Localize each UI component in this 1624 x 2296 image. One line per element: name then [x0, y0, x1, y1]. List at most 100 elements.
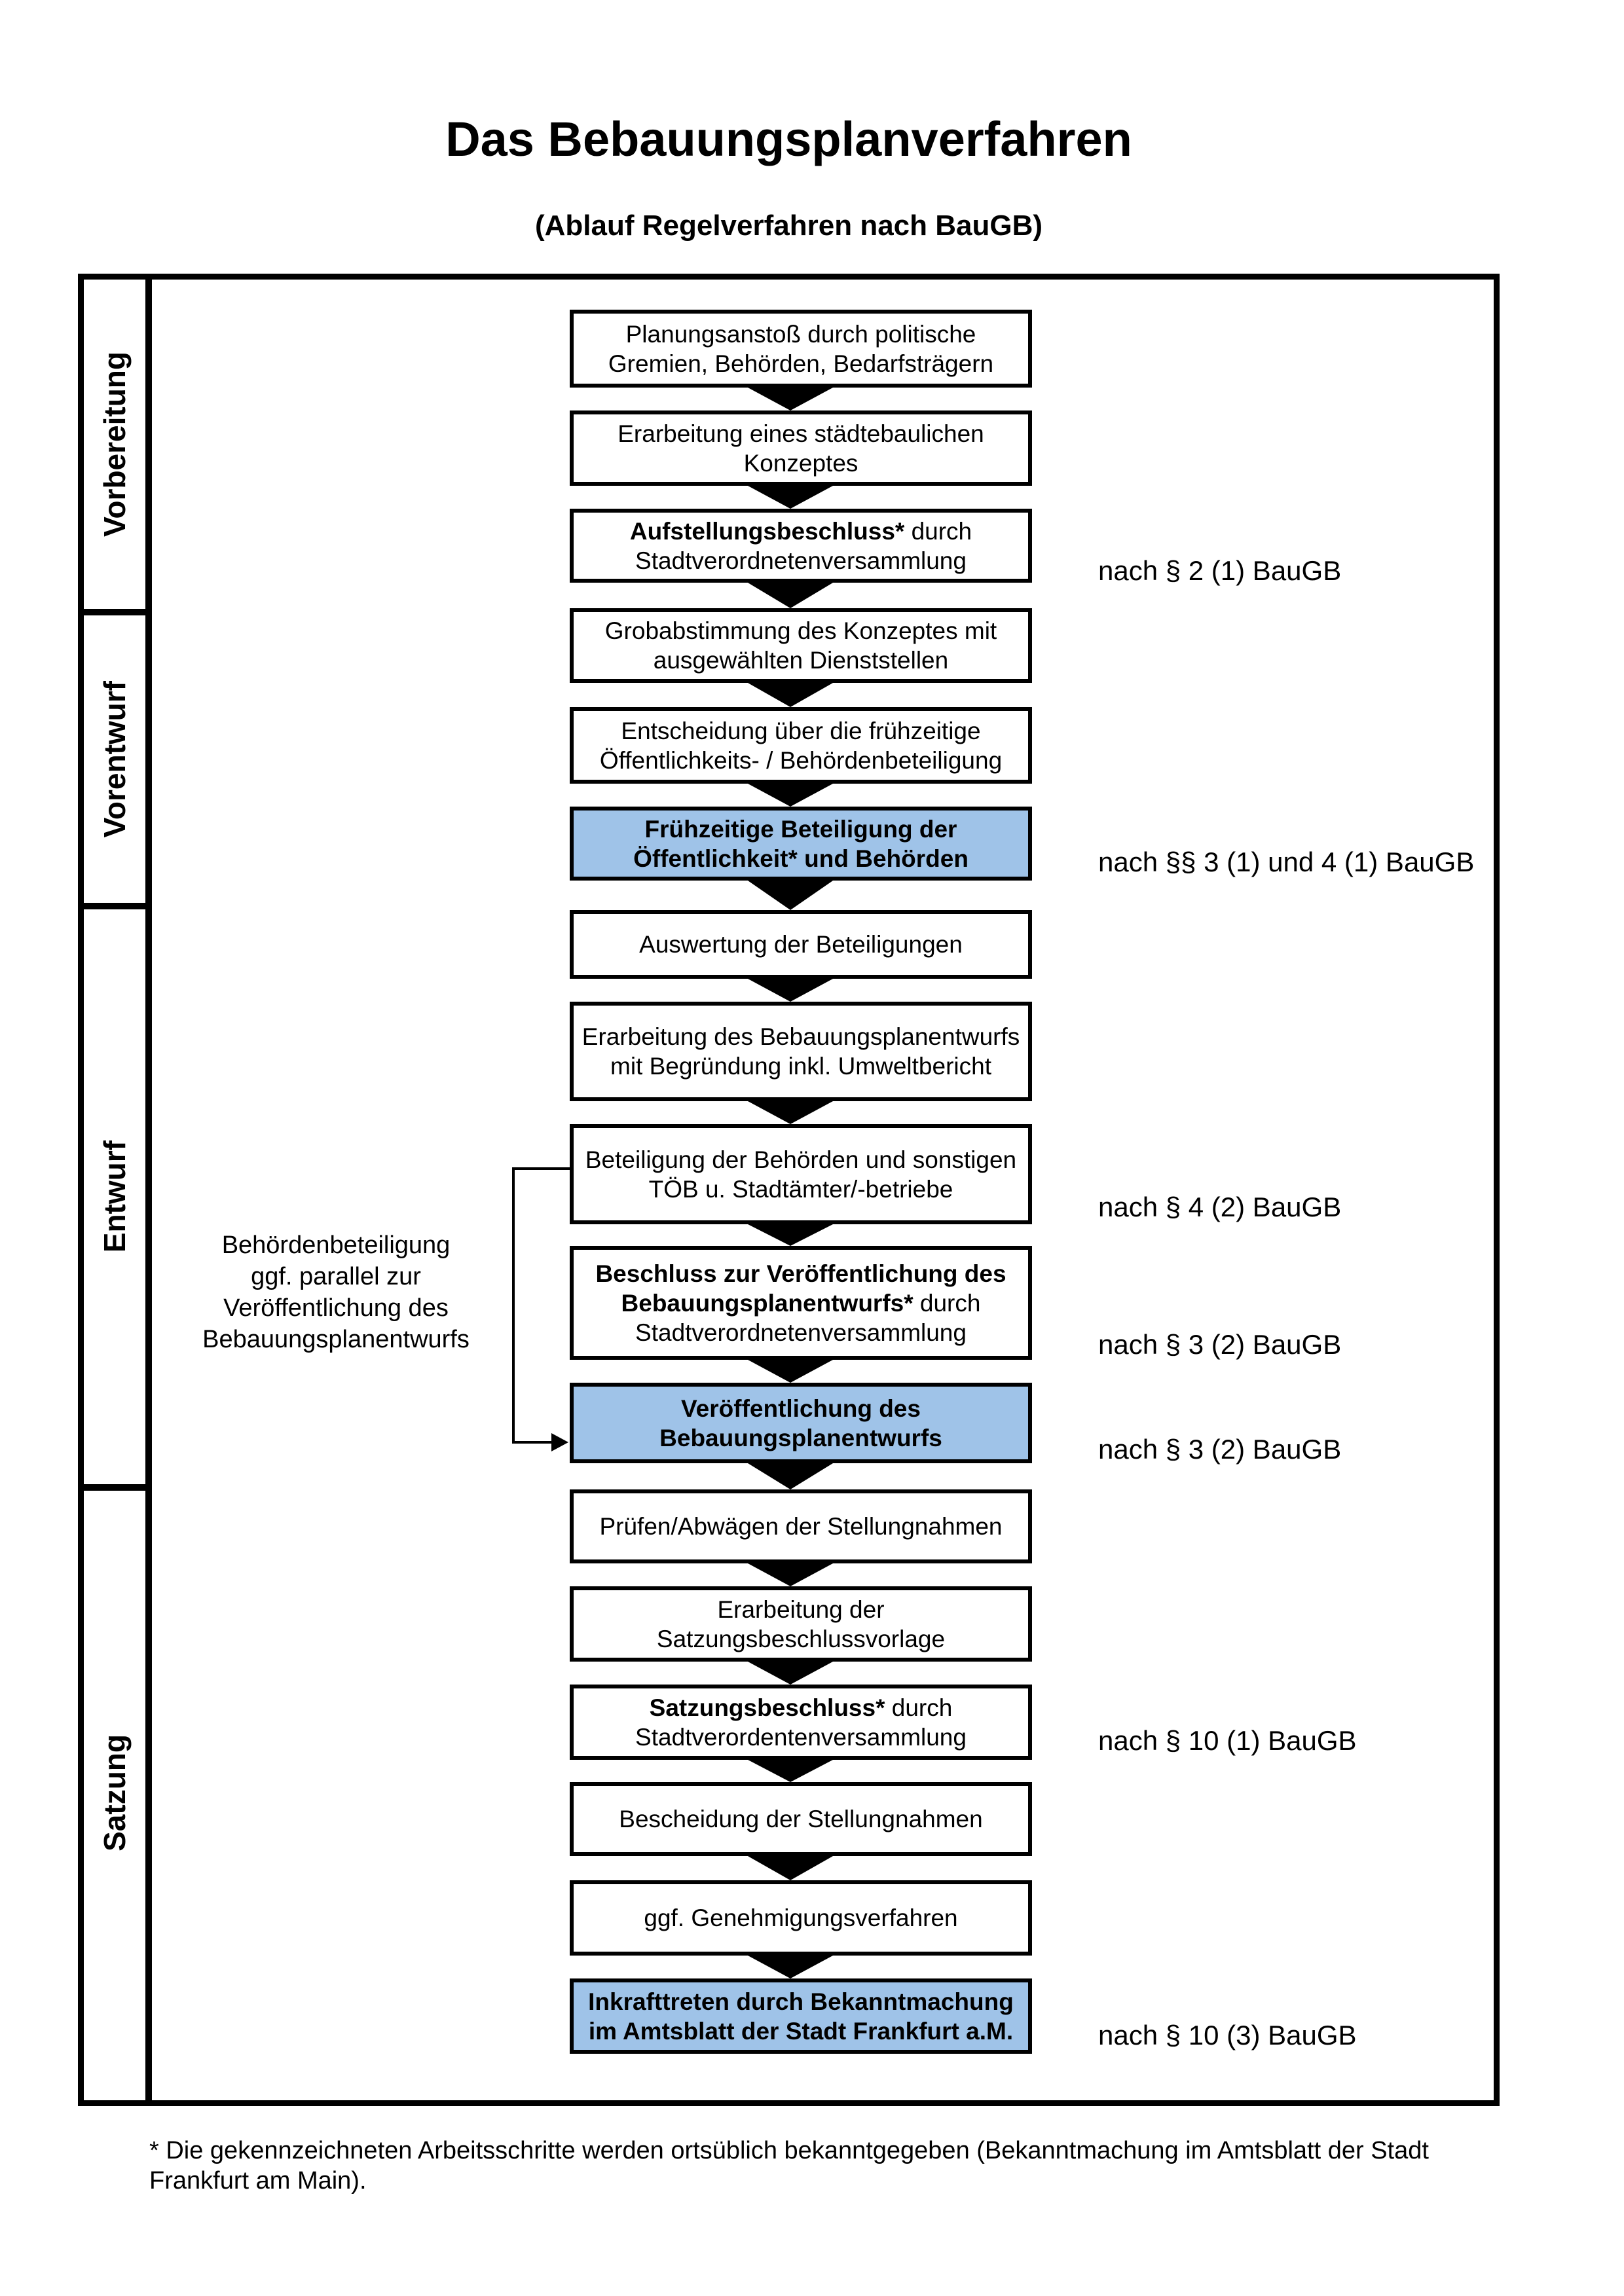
flow-step-text: Beteiligung der Behörden und sonstigen T…	[578, 1145, 1024, 1204]
bypass-line-vertical	[512, 1167, 515, 1444]
legal-reference: nach § 10 (3) BauGB	[1098, 2020, 1357, 2050]
legal-reference: nach § 4 (2) BauGB	[1098, 1192, 1342, 1222]
flow-step-text-segment: Veröffentlichung des Bebauungsplanentwur…	[659, 1394, 942, 1451]
bypass-arrowhead-icon	[551, 1433, 568, 1451]
phase-divider	[78, 903, 152, 909]
phase-label: Vorbereitung	[98, 352, 132, 537]
flow-step: Entscheidung über die frühzeitige Öffent…	[570, 707, 1032, 784]
flow-step: Erarbeitung eines städtebaulichen Konzep…	[570, 410, 1032, 486]
down-arrow-icon	[748, 1563, 833, 1586]
flow-step-text: Planungsanstoß durch politische Gremien,…	[578, 319, 1024, 378]
flow-step-text: Erarbeitung des Bebauungsplanentwurfs mi…	[578, 1022, 1024, 1081]
flow-step: Bescheidung der Stellungnahmen	[570, 1782, 1032, 1856]
flow-step-highlighted: Veröffentlichung des Bebauungsplanentwur…	[570, 1383, 1032, 1463]
flow-step: Beteiligung der Behörden und sonstigen T…	[570, 1124, 1032, 1224]
flow-step-text-segment: durch Stadtverordnetenversammlung	[635, 517, 972, 574]
legal-reference: nach §§ 3 (1) und 4 (1) BauGB	[1098, 847, 1475, 877]
flow-step: Beschluss zur Veröffentlichung des Bebau…	[570, 1246, 1032, 1360]
flow-step-text-segment: durch Stadtverordnetenversammlung	[635, 1289, 981, 1346]
down-arrow-icon	[748, 583, 833, 608]
phase-label-cell-vorentwurf: Vorentwurf	[84, 615, 145, 903]
sidebar-divider	[145, 274, 152, 2106]
down-arrow-icon	[748, 1360, 833, 1383]
phase-label: Satzung	[98, 1734, 132, 1851]
down-arrow-icon	[748, 1662, 833, 1685]
down-arrow-icon	[748, 1856, 833, 1880]
parallel-procedure-note: Behördenbeteiligung ggf. parallel zur Ve…	[192, 1230, 480, 1355]
flow-step-text: Beschluss zur Veröffentlichung des Bebau…	[578, 1259, 1024, 1347]
down-arrow-icon	[748, 979, 833, 1002]
flow-step-text: Inkrafttreten durch Bekanntmachung im Am…	[578, 1987, 1024, 2046]
phase-label-cell-satzung: Satzung	[84, 1491, 145, 2095]
phase-divider	[78, 1484, 152, 1491]
flow-step-text-segment: Grobabstimmung des Konzeptes mit ausgewä…	[604, 617, 997, 674]
flow-step-text-segment: Inkrafttreten	[588, 1988, 730, 2015]
footnote: * Die gekennzeichneten Arbeitsschritte w…	[149, 2136, 1531, 2196]
flow-step-text-segment: Entscheidung über die frühzeitige Öffent…	[599, 717, 1003, 774]
legal-reference: nach § 10 (1) BauGB	[1098, 1725, 1357, 1756]
flow-step-text: Aufstellungsbeschluss* durch Stadtverord…	[578, 517, 1024, 575]
flow-step-text: Frühzeitige Beteiligung der Öffentlichke…	[578, 814, 1024, 873]
flow-step-text-segment: Auswertung der Beteiligungen	[639, 931, 963, 958]
flow-step-text-segment: Prüfen/Abwägen der Stellungnahmen	[599, 1513, 1003, 1540]
flow-step-text-segment: durch Stadtverordentenversammlung	[635, 1694, 967, 1751]
flow-step-highlighted: Frühzeitige Beteiligung der Öffentlichke…	[570, 807, 1032, 881]
flow-step-text-segment: Erarbeitung des Bebauungsplanentwurfs mi…	[581, 1023, 1020, 1080]
flow-step-text: Auswertung der Beteiligungen	[639, 930, 963, 959]
phase-label: Entwurf	[98, 1140, 132, 1253]
flow-step-text-segment: ggf. Genehmigungsverfahren	[644, 1904, 958, 1931]
down-arrow-icon	[748, 1224, 833, 1246]
down-arrow-icon	[748, 486, 833, 509]
bypass-line-bottom	[512, 1441, 551, 1444]
flow-step-text: Satzungsbeschluss* durch Stadtverordente…	[578, 1693, 1024, 1752]
down-arrow-icon	[748, 1760, 833, 1782]
down-arrow-icon	[748, 881, 833, 910]
down-arrow-icon	[748, 784, 833, 807]
legal-reference: nach § 3 (2) BauGB	[1098, 1329, 1342, 1360]
flow-step-text: Bescheidung der Stellungnahmen	[619, 1804, 982, 1834]
flow-step: Auswertung der Beteiligungen	[570, 910, 1032, 979]
flow-step-text-segment: Beschluss zur Veröffentlichung des Bebau…	[595, 1260, 1006, 1317]
flow-step-text-segment: Bescheidung der Stellungnahmen	[619, 1806, 983, 1832]
flow-step-text: Erarbeitung eines städtebaulichen Konzep…	[578, 419, 1024, 478]
flow-step: ggf. Genehmigungsverfahren	[570, 1880, 1032, 1956]
phase-label-cell-vorbereitung: Vorbereitung	[84, 280, 145, 609]
flow-step-text-segment: Frühzeitige Beteiligung der Öffentlichke…	[633, 815, 969, 872]
flow-step-text: Veröffentlichung des Bebauungsplanentwur…	[578, 1394, 1024, 1453]
flow-step: Prüfen/Abwägen der Stellungnahmen	[570, 1489, 1032, 1563]
flow-step: Erarbeitung des Bebauungsplanentwurfs mi…	[570, 1002, 1032, 1101]
flow-step-text-segment: Satzungsbeschluss*	[649, 1694, 885, 1721]
legal-reference: nach § 3 (2) BauGB	[1098, 1434, 1342, 1465]
flow-step-text: Entscheidung über die frühzeitige Öffent…	[578, 716, 1024, 775]
flow-step-text-segment: Planungsanstoß durch politische Gremien,…	[608, 320, 994, 377]
flow-step-text-segment: durch Bekanntmachung im Amtsblatt der St…	[588, 1988, 1014, 2045]
phase-divider	[78, 609, 152, 615]
page-title: Das Bebauungsplanverfahren	[445, 112, 1132, 166]
down-arrow-icon	[748, 388, 833, 410]
flow-step-text: ggf. Genehmigungsverfahren	[644, 1903, 957, 1933]
page-subtitle: (Ablauf Regelverfahren nach BauGB)	[534, 210, 1043, 242]
flow-step-text: Prüfen/Abwägen der Stellungnahmen	[599, 1512, 1002, 1541]
down-arrow-icon	[748, 683, 833, 707]
flow-step-highlighted: Inkrafttreten durch Bekanntmachung im Am…	[570, 1978, 1032, 2054]
flow-step-text: Grobabstimmung des Konzeptes mit ausgewä…	[578, 616, 1024, 675]
bypass-line-top	[512, 1167, 570, 1170]
down-arrow-icon	[748, 1101, 833, 1124]
phase-label-cell-entwurf: Entwurf	[84, 909, 145, 1484]
flow-step: Aufstellungsbeschluss* durch Stadtverord…	[570, 509, 1032, 583]
note-line: Bebauungsplanentwurfs	[202, 1326, 470, 1353]
note-line: Behördenbeteiligung	[221, 1231, 451, 1259]
flow-step-text-segment: Aufstellungsbeschluss*	[629, 517, 905, 545]
phase-label: Vorentwurf	[98, 680, 132, 838]
flow-step-text-segment: Beteiligung der Behörden und sonstigen T…	[585, 1146, 1017, 1203]
down-arrow-icon	[748, 1463, 833, 1489]
legal-reference: nach § 2 (1) BauGB	[1098, 555, 1342, 586]
note-line: Veröffentlichung des	[223, 1294, 449, 1322]
flow-step-text-segment: Erarbeitung der Satzungsbeschlussvorlage	[656, 1595, 946, 1652]
flow-step-text: Erarbeitung der Satzungsbeschlussvorlage	[578, 1595, 1024, 1654]
flow-step: Planungsanstoß durch politische Gremien,…	[570, 310, 1032, 388]
flow-step: Satzungsbeschluss* durch Stadtverordente…	[570, 1685, 1032, 1760]
down-arrow-icon	[748, 1956, 833, 1978]
note-line: ggf. parallel zur	[251, 1263, 421, 1290]
